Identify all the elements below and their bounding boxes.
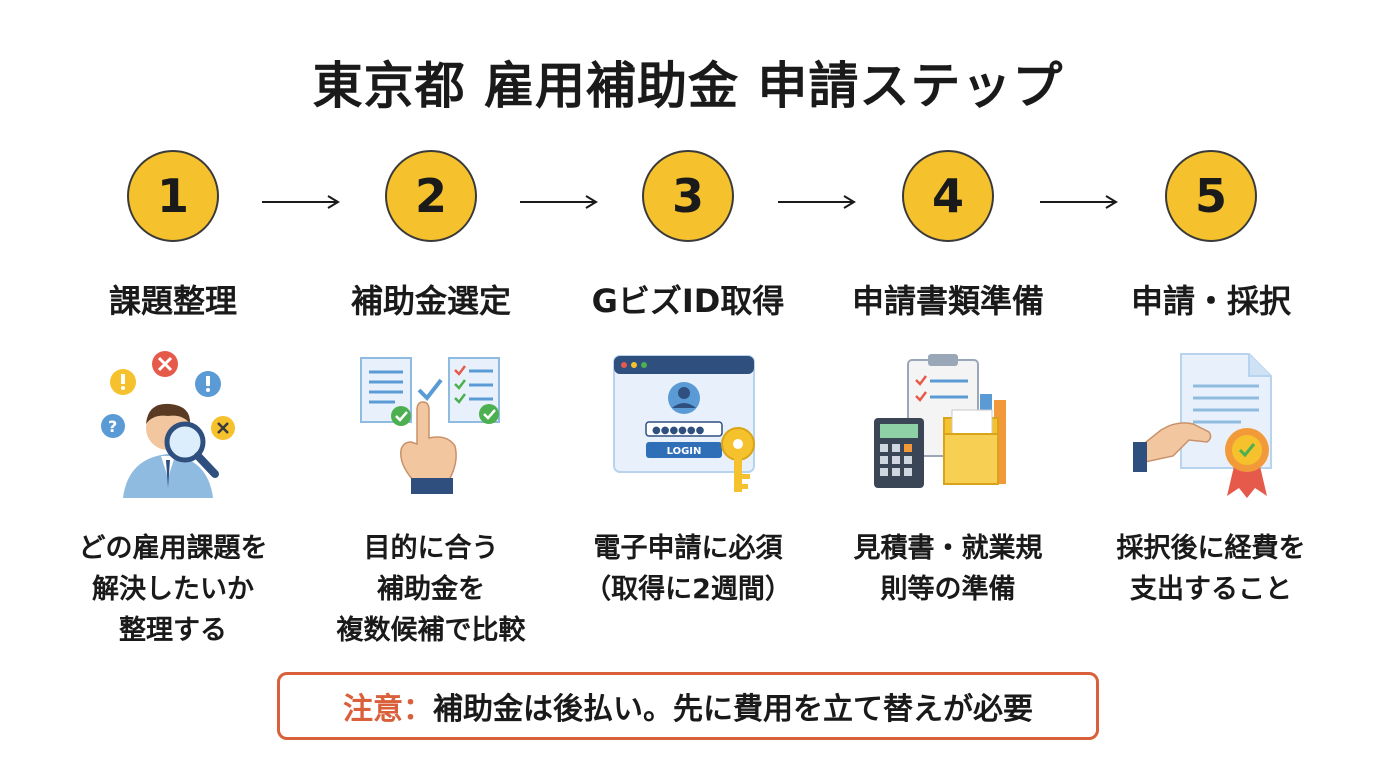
step-description-line: 電子申請に必須: [593, 533, 783, 564]
arrow-right-icon: [520, 195, 598, 209]
step-description-line: 採択後に経費を: [1116, 533, 1306, 564]
svg-text:●●●●●●: ●●●●●●: [652, 425, 705, 436]
arrow-right-icon: [262, 195, 340, 209]
step-label: 申請書類準備: [851, 282, 1044, 320]
step-description-line: 整理する: [119, 615, 227, 646]
documents-calculator-icon: [874, 354, 1006, 488]
step-description-line: 複数候補で比較: [336, 615, 526, 646]
step-description: 電子申請に必須 （取得に2週間）: [568, 528, 808, 610]
step-description-line: 見積書・就業規: [853, 533, 1043, 564]
step-number-badge: 5: [1165, 150, 1257, 242]
hand-checklist-icon: [360, 357, 500, 494]
step-description: 目的に合う 補助金を 複数候補で比較: [311, 528, 551, 651]
step-description-line: 則等の準備: [880, 574, 1016, 605]
login-button-text: LOGIN: [667, 446, 702, 457]
step-label: 補助金選定: [350, 282, 511, 320]
step-label: 課題整理: [108, 282, 237, 320]
notice-text: 補助金は後払い。先に費用を立て替えが必要: [433, 692, 1033, 727]
step-number-badge: 3: [642, 150, 734, 242]
arrow-right-icon: [778, 195, 856, 209]
step-number-badge: 2: [385, 150, 477, 242]
step-3: 3 GビズID取得 ●●●●●● LOGIN 電子申請に必須 （取得に2週間）: [568, 150, 808, 610]
step-description-line: どの雇用課題を: [78, 533, 268, 564]
step-description-line: 目的に合う: [363, 533, 499, 564]
document-award-icon: [1133, 353, 1272, 498]
step-number-badge: 1: [127, 150, 219, 242]
step-4: 4 申請書類準備 見積書・就業規 則等の準備: [828, 150, 1068, 610]
step-label: 申請・採択: [1130, 282, 1291, 320]
person-magnifier-icon: ?: [101, 351, 235, 498]
step-2: 2 補助金選定 目的に合う 補助金を 複数候補で比較: [311, 150, 551, 651]
step-1: 1 課題整理 ? どの雇用課題を 解決したいか 整理する: [53, 150, 293, 651]
login-key-icon: ●●●●●● LOGIN: [613, 355, 755, 492]
page-title: 東京都 雇用補助金 申請ステップ: [312, 57, 1064, 115]
step-description: 採択後に経費を 支出すること: [1091, 528, 1331, 610]
svg-text:?: ?: [108, 417, 117, 436]
steps-flow: 1 課題整理 ? どの雇用課題を 解決したいか 整理する 2 補助金選定: [53, 150, 1331, 651]
arrow-right-icon: [1040, 195, 1118, 209]
step-description-line: 解決したいか: [92, 574, 254, 605]
step-5: 5 申請・採択 採択後に経費を 支出すること: [1091, 150, 1331, 610]
step-description: 見積書・就業規 則等の準備: [828, 528, 1068, 610]
step-description-line: （取得に2週間）: [584, 574, 792, 605]
notice-box: 注意： 補助金は後払い。先に費用を立て替えが必要: [277, 672, 1099, 740]
step-number-badge: 4: [902, 150, 994, 242]
step-label: GビズID取得: [591, 282, 785, 320]
step-description-line: 補助金を: [377, 574, 485, 605]
step-description: どの雇用課題を 解決したいか 整理する: [53, 528, 293, 651]
notice-label: 注意：: [343, 692, 433, 727]
step-description-line: 支出すること: [1130, 574, 1292, 605]
